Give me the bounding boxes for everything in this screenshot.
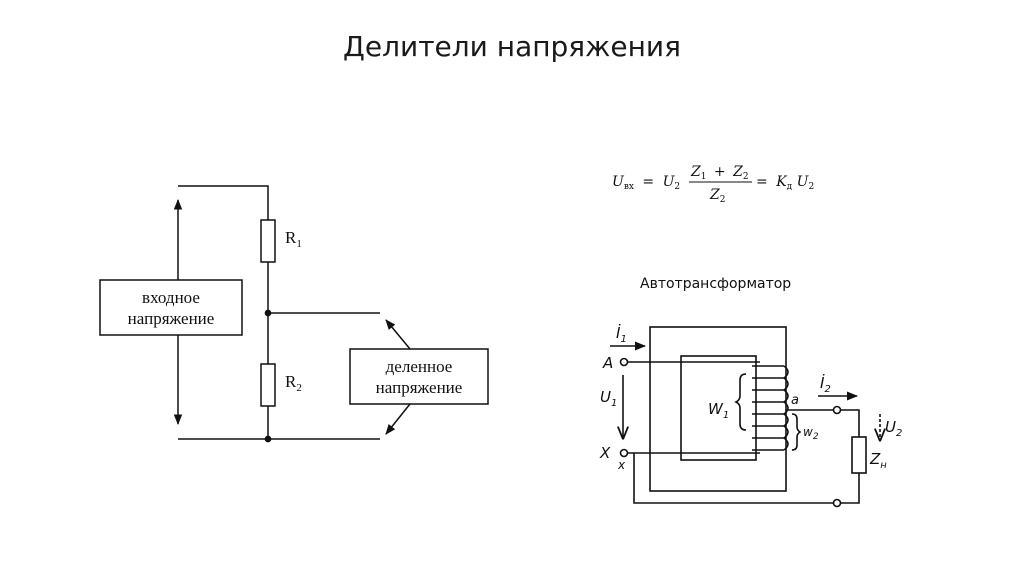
svg-text:U1: U1 [600, 388, 617, 409]
zn-label: Z [869, 450, 881, 468]
svg-text:U2: U2 [885, 418, 902, 439]
output-arrow-down [385, 403, 411, 435]
formula-den-z: Z [709, 187, 720, 203]
output-arrow-up [385, 319, 411, 350]
formula-u-in: U [612, 174, 625, 190]
divider-labels: R1 R2 входное напряжение деленное напряж… [128, 228, 463, 397]
formula-eq1: = [642, 174, 654, 190]
formula-plus: + [714, 164, 726, 180]
r2-label: R [285, 372, 297, 391]
formula-u2b: U [797, 174, 810, 190]
formula-num-sub1: 1 [701, 172, 707, 182]
load-wire-top [840, 409, 860, 437]
slide-title: Делители напряжения [343, 30, 681, 63]
svg-text:Zн: Zн [869, 450, 887, 471]
label-X: X [599, 444, 611, 462]
formula-k-sub: д [787, 182, 793, 192]
output-voltage-box [349, 348, 489, 405]
core-window [680, 355, 757, 461]
input-label-line1: входное [142, 288, 200, 307]
core-outer [649, 326, 787, 492]
winding-loops [782, 365, 789, 451]
terminal-A [619, 357, 629, 367]
terminal-x-out [832, 498, 842, 508]
svg-text:Z1 + Z2: Z1 + Z2 [690, 164, 749, 183]
input-voltage-box [99, 279, 243, 336]
zn-sub: н [880, 460, 887, 471]
svg-text:Z2: Z2 [709, 187, 725, 205]
w1-sub: 1 [723, 410, 729, 421]
output-label-line1: деленное [386, 357, 453, 376]
formula-u2-sub: 2 [674, 182, 680, 192]
bottom-wire-left [178, 406, 269, 440]
u2-sub: 2 [896, 428, 902, 439]
resistor-r2 [260, 363, 276, 407]
input-label-line2: напряжение [128, 309, 215, 328]
formula-num-z1: Z [690, 164, 701, 180]
svg-text:İ2: İ2 [820, 373, 831, 395]
i1-sub: 1 [620, 334, 626, 345]
r2-sub: 2 [296, 382, 302, 394]
i2-label: İ [820, 373, 825, 392]
bottom-node [264, 435, 272, 443]
autotransformer-circuit [610, 326, 880, 508]
load-wire-bottom [840, 473, 860, 504]
svg-text:R2: R2 [285, 372, 302, 394]
w2-brace [791, 413, 802, 451]
w1-brace [734, 373, 747, 431]
winding-turns [752, 365, 784, 451]
w2-label: w [803, 425, 813, 439]
formula-u2: U [663, 174, 676, 190]
formula-eq2: = [756, 174, 768, 190]
svg-text:İ1: İ1 [616, 323, 627, 345]
formula-u-in-sub: вх [624, 182, 634, 192]
svg-text:= Kд U2: = Kд U2 [756, 174, 814, 193]
r1-sub: 1 [296, 238, 302, 250]
label-a: a [791, 393, 799, 408]
r1-label: R [285, 228, 297, 247]
formula-k: K [775, 174, 788, 190]
i1-label: İ [616, 323, 621, 342]
formula-num-z2: Z [732, 164, 743, 180]
svg-text:w2: w2 [803, 425, 819, 442]
i2-sub: 2 [824, 384, 830, 395]
top-wire [178, 185, 269, 220]
divider-formula: Uвх = U2 Z1 + Z2 Z2 = Kд U2 [612, 164, 814, 205]
u1-label: U [600, 388, 611, 406]
output-label-line2: напряжение [376, 378, 463, 397]
w2-sub: 2 [813, 432, 819, 442]
svg-text:Uвх = U2: Uвх = U2 [612, 174, 680, 193]
formula-den-sub: 2 [720, 195, 726, 205]
voltage-divider-circuit [99, 185, 489, 443]
resistor-r1 [260, 219, 276, 263]
autotransformer-title: Автотрансформатор [640, 276, 792, 292]
return-wire [633, 453, 834, 504]
u2-label: U [885, 418, 896, 436]
svg-text:W1: W1 [708, 400, 729, 421]
terminal-a [832, 405, 842, 415]
formula-u2b-sub: 2 [808, 182, 814, 192]
tap-node [264, 309, 272, 317]
label-A: A [602, 354, 613, 372]
load-zn [851, 436, 867, 474]
u1-sub: 1 [611, 398, 617, 409]
autotransformer-labels: İ1 A U1 X x W1 w2 a İ2 U2 Zн [599, 323, 902, 472]
formula-num-sub2: 2 [743, 172, 749, 182]
terminal-X [619, 448, 629, 458]
w1-label: W [708, 400, 724, 418]
label-x-small: x [617, 458, 626, 472]
svg-text:R1: R1 [285, 228, 302, 250]
